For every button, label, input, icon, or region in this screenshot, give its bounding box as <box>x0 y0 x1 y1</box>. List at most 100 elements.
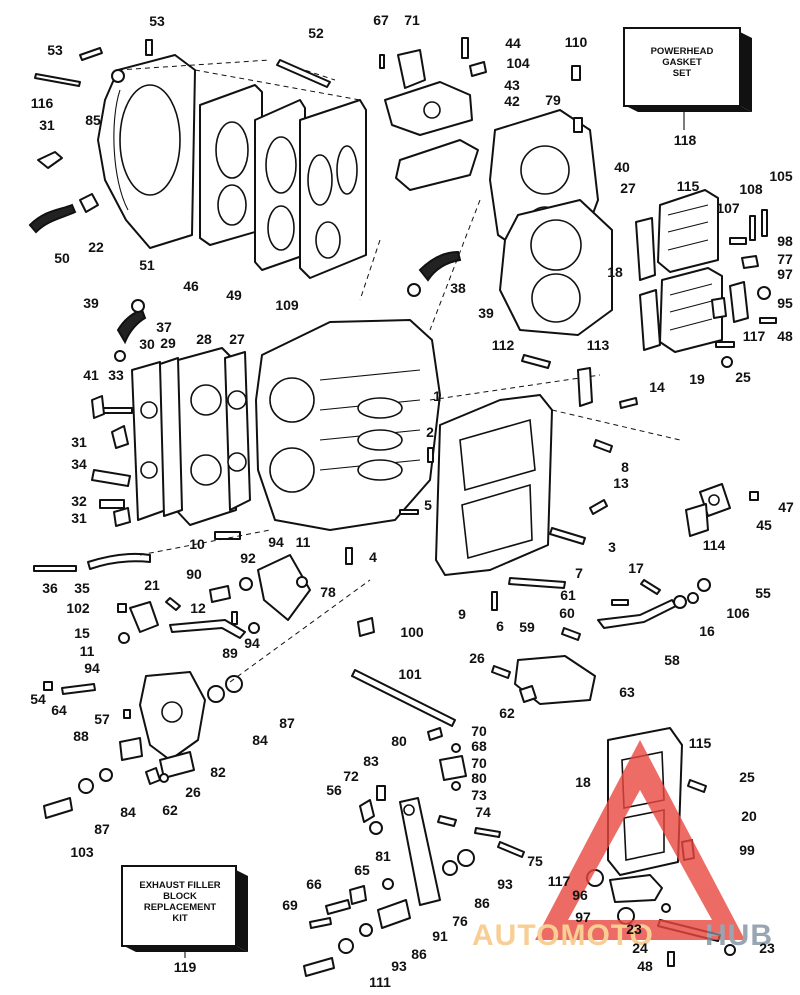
callout-51: 51 <box>139 257 155 273</box>
callout-109: 109 <box>275 297 299 313</box>
bolt-7 <box>508 577 566 589</box>
hose-38 <box>418 250 462 282</box>
callout-96: 96 <box>572 887 588 903</box>
callout-58: 58 <box>664 652 680 668</box>
exhaust-box-line-1: EXHAUST FILLER <box>139 880 220 891</box>
callout-43: 43 <box>504 77 520 93</box>
callout-18: 18 <box>575 774 591 790</box>
block-117-cyl <box>711 297 727 319</box>
callout-117: 117 <box>743 328 766 344</box>
lever-76 <box>399 797 441 906</box>
screw-8 <box>593 439 613 453</box>
callout-26: 26 <box>469 650 485 666</box>
callout-18: 18 <box>607 264 623 280</box>
pin-10 <box>214 531 241 540</box>
callout-40: 40 <box>614 159 630 175</box>
callout-119: 119 <box>174 959 197 975</box>
bolt-116 <box>34 73 81 87</box>
pin-108 <box>749 215 756 241</box>
thermostat-housing-43 <box>384 81 473 136</box>
clip-31 <box>37 151 63 169</box>
clamp-39-left-2 <box>114 350 126 362</box>
callout-89: 89 <box>222 645 238 661</box>
wire-17 <box>640 579 661 595</box>
callout-25: 25 <box>735 369 751 385</box>
callout-92: 92 <box>240 550 256 566</box>
callout-70: 70 <box>471 723 487 739</box>
exhaust-plate-46 <box>199 84 263 246</box>
callout-68: 68 <box>471 738 487 754</box>
callout-35: 35 <box>74 580 90 596</box>
screw-60 <box>561 627 581 641</box>
callout-56: 56 <box>326 782 342 798</box>
washer-87-mid <box>225 675 243 693</box>
callout-117: 117 <box>548 873 571 889</box>
screw-73 <box>437 815 457 827</box>
callout-33: 33 <box>108 367 124 383</box>
dowel-4 <box>345 547 353 565</box>
callout-52: 52 <box>308 25 324 41</box>
clip-72 <box>359 799 375 823</box>
washer-93-low <box>338 938 354 954</box>
callout-69: 69 <box>282 897 298 913</box>
powerhead-box-line-2: GASKET <box>662 57 702 68</box>
bolt-53-left <box>79 47 103 61</box>
callout-53: 53 <box>47 42 63 58</box>
callout-15: 15 <box>74 625 90 641</box>
callout-100: 100 <box>400 624 424 640</box>
bolt-111 <box>303 957 335 977</box>
head-gasket-27-top <box>499 199 613 336</box>
callout-67: 67 <box>373 12 389 28</box>
screw-48-lower <box>667 951 675 967</box>
bolt-67 <box>379 54 385 69</box>
callout-111: 111 <box>369 974 391 990</box>
washer-70-lower <box>451 781 461 791</box>
washer-23-left <box>661 903 671 913</box>
callout-47: 47 <box>778 499 794 515</box>
watermark-text-automoto: AUTOMOTO <box>472 919 654 952</box>
callout-72: 72 <box>343 768 359 784</box>
exhaust-box-line-3: REPLACEMENT <box>144 902 217 913</box>
plug-32 <box>99 499 125 509</box>
callout-97: 97 <box>777 266 793 282</box>
callout-22: 22 <box>88 239 104 255</box>
washer-86-right <box>442 860 458 876</box>
callout-71: 71 <box>404 12 420 28</box>
clip-100 <box>357 617 375 637</box>
callout-50: 50 <box>54 250 70 266</box>
washer-84-left <box>99 768 113 782</box>
callout-5: 5 <box>424 497 432 513</box>
callout-8: 8 <box>621 459 629 475</box>
washer-84-mid <box>207 685 225 703</box>
callout-41: 41 <box>83 367 99 383</box>
callout-66: 66 <box>306 876 322 892</box>
wire-35 <box>87 552 151 570</box>
callout-106: 106 <box>726 605 750 621</box>
callout-63: 63 <box>619 684 635 700</box>
link-89 <box>169 619 246 639</box>
clamp-39-left <box>131 299 145 313</box>
reed-block-19 <box>659 267 723 353</box>
bolt-3 <box>549 527 586 545</box>
pin-6 <box>491 591 498 611</box>
exhaust-box-line-4: KIT <box>172 913 188 924</box>
crankcase-half-9 <box>435 394 553 576</box>
washer-25-right <box>721 356 733 368</box>
callout-24: 24 <box>632 940 648 956</box>
callout-27: 27 <box>620 180 636 196</box>
gasket-29 <box>159 357 183 517</box>
screw-107 <box>729 237 747 245</box>
callout-115: 115 <box>689 735 712 751</box>
callout-108: 108 <box>739 181 763 197</box>
callout-105: 105 <box>769 168 793 184</box>
callout-4: 4 <box>369 549 377 565</box>
rod-101 <box>351 669 456 727</box>
callout-82: 82 <box>210 764 226 780</box>
callout-39: 39 <box>83 295 99 311</box>
callout-48: 48 <box>637 958 653 974</box>
callout-39: 39 <box>478 305 494 321</box>
callout-62: 62 <box>162 802 178 818</box>
callout-99: 99 <box>739 842 755 858</box>
head-gasket-27-left <box>224 351 251 511</box>
exhaust-filler-block-kit-box: EXHAUST FILLER BLOCK REPLACEMENT KIT <box>121 865 248 952</box>
